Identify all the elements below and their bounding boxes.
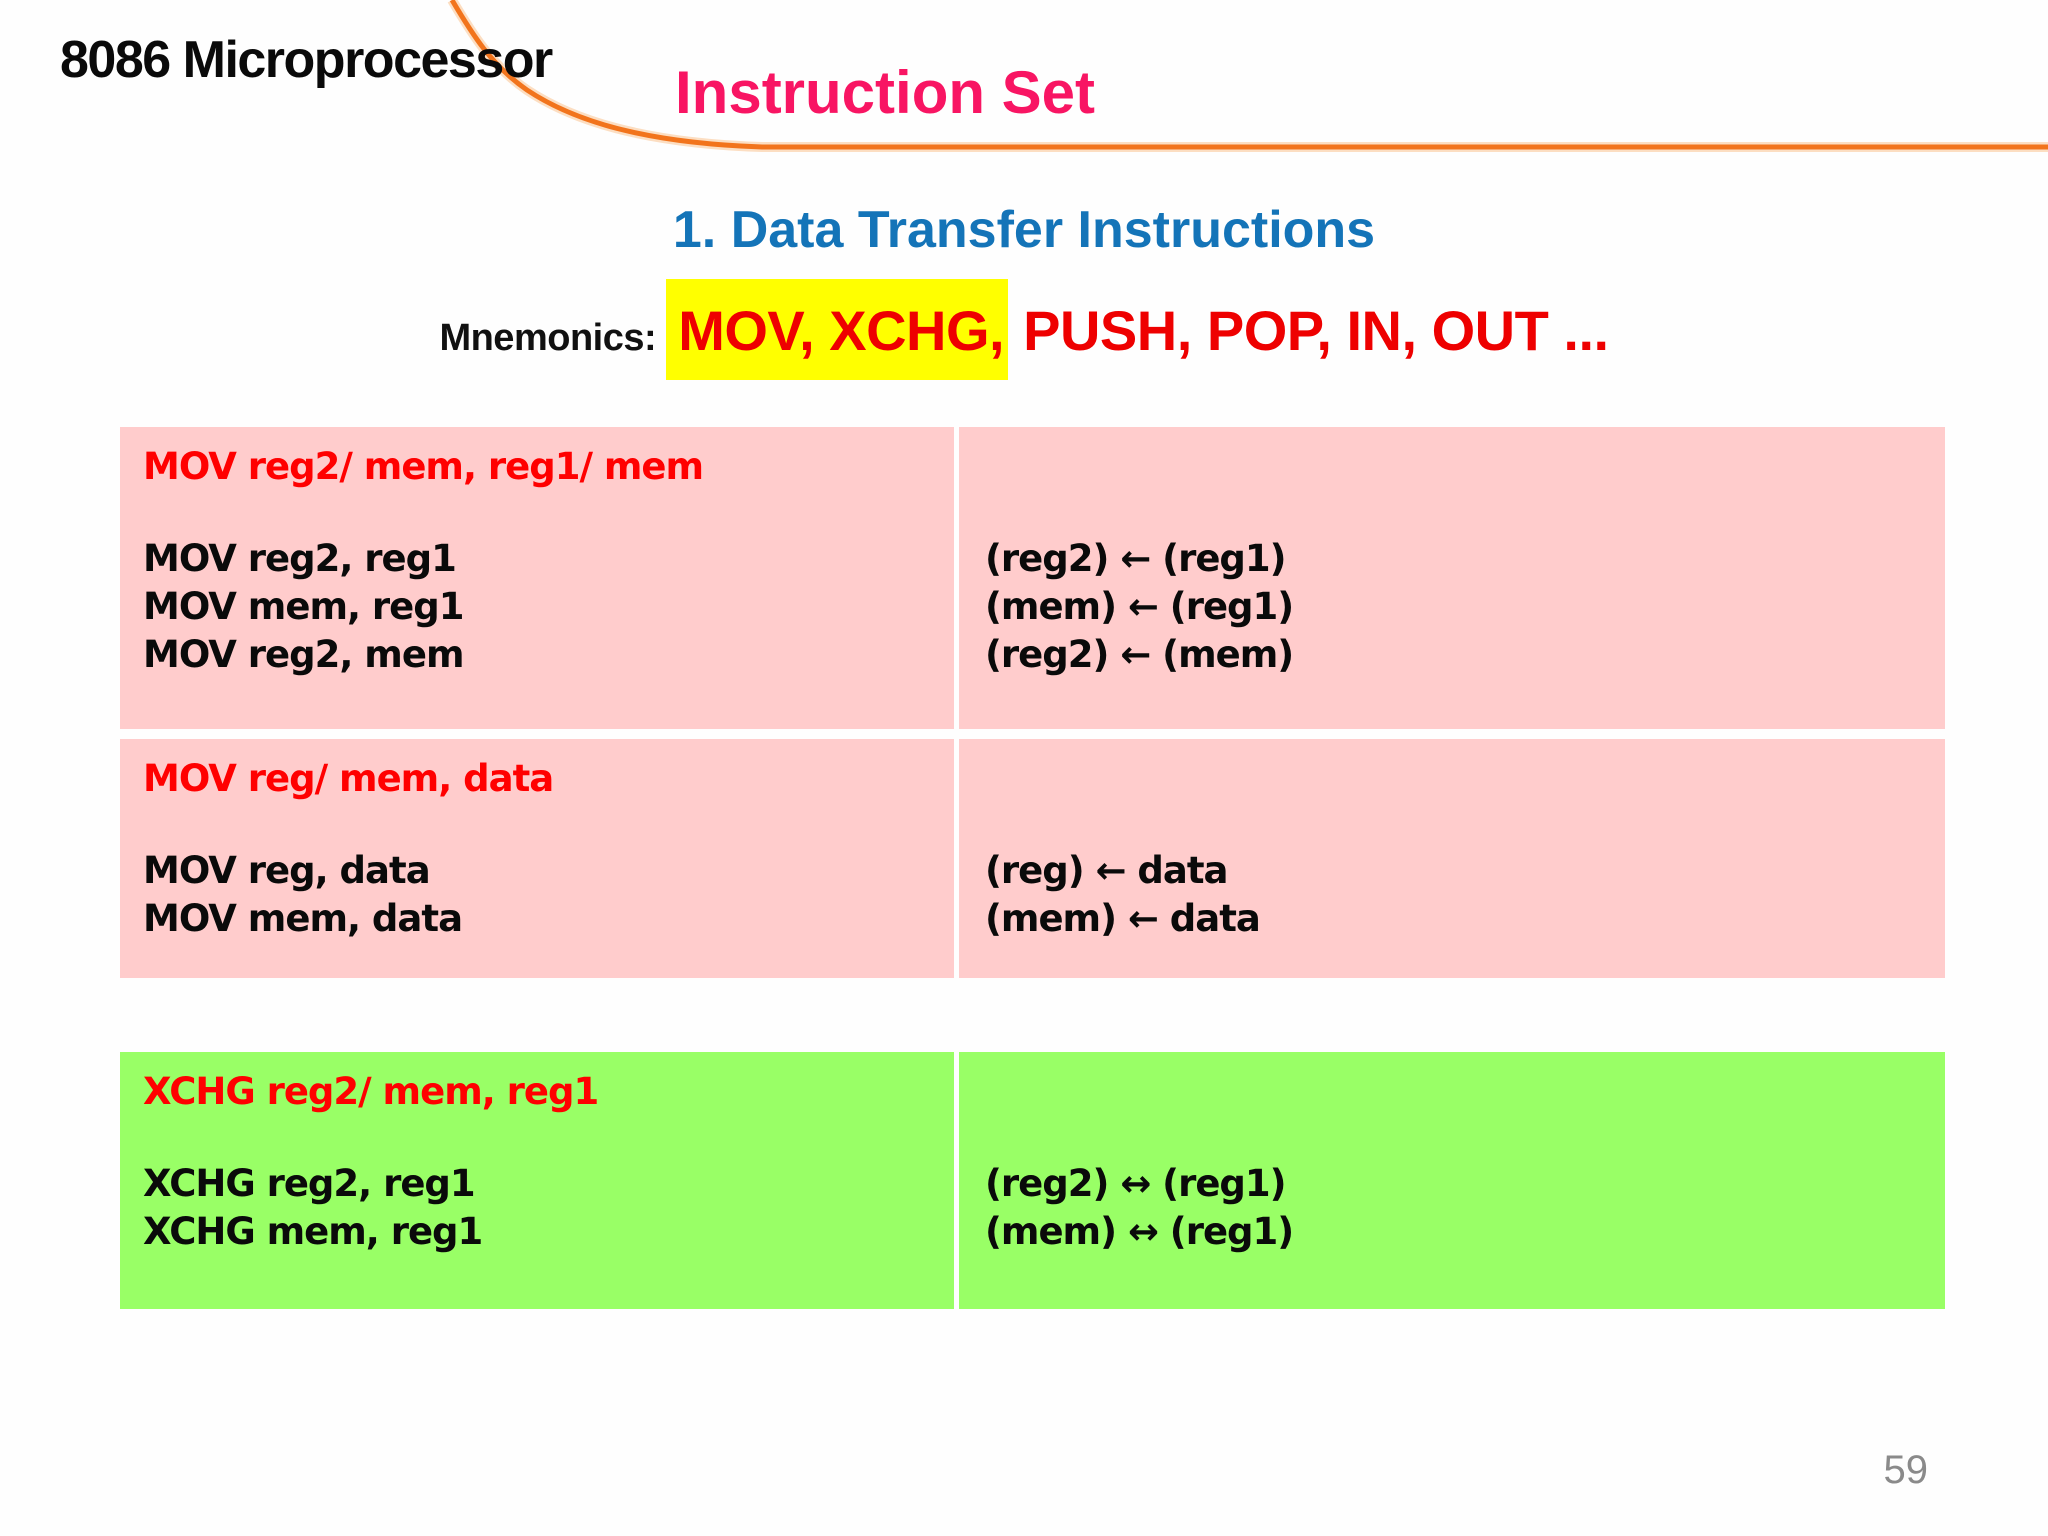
table-cell-operation: (reg2) ← (reg1) (mem) ← (reg1) (reg2) ← … bbox=[959, 427, 1945, 729]
course-title: 8086 Microprocessor bbox=[60, 31, 553, 89]
mnemonics-label: Mnemonics: bbox=[439, 317, 667, 359]
operation-row: (mem) ← (reg1) bbox=[985, 585, 1294, 628]
operation-rows: (reg2) ← (reg1) (mem) ← (reg1) (reg2) ← … bbox=[985, 535, 1294, 679]
operation-row: (reg2) ↔ (reg1) bbox=[985, 1162, 1287, 1205]
section-heading: 1. Data Transfer Instructions bbox=[672, 201, 1376, 259]
instruction-row: MOV mem, reg1 bbox=[143, 585, 465, 628]
table-cell-mnemonic: XCHG reg2/ mem, reg1 XCHG reg2, reg1 XCH… bbox=[120, 1052, 954, 1309]
table-header: MOV reg/ mem, data bbox=[143, 757, 554, 800]
operation-row: (mem) ← data bbox=[985, 897, 1261, 940]
operation-row: (reg2) ← (reg1) bbox=[985, 537, 1287, 580]
instruction-row: XCHG mem, reg1 bbox=[143, 1210, 483, 1253]
operation-rows: (reg) ← data (mem) ← data bbox=[985, 847, 1261, 943]
table-cell-mnemonic: MOV reg/ mem, data MOV reg, data MOV mem… bbox=[120, 739, 954, 978]
instruction-row: MOV reg, data bbox=[143, 849, 431, 892]
instruction-table-xchg: XCHG reg2/ mem, reg1 XCHG reg2, reg1 XCH… bbox=[120, 1052, 1945, 1309]
instruction-row: XCHG reg2, reg1 bbox=[143, 1162, 476, 1205]
table-header: XCHG reg2/ mem, reg1 bbox=[143, 1070, 599, 1113]
operation-rows: (reg2) ↔ (reg1) (mem) ↔ (reg1) bbox=[985, 1160, 1294, 1256]
mnemonics-line: Mnemonics: MOV, XCHG, PUSH, POP, IN, OUT… bbox=[0, 279, 2048, 380]
instruction-row: MOV reg2, reg1 bbox=[143, 537, 457, 580]
instruction-row: MOV reg2, mem bbox=[143, 633, 465, 676]
instruction-row: MOV mem, data bbox=[143, 897, 463, 940]
table-cell-operation: (reg) ← data (mem) ← data bbox=[959, 739, 1945, 978]
instruction-rows: XCHG reg2, reg1 XCHG mem, reg1 bbox=[143, 1160, 483, 1256]
instruction-table-mov-data: MOV reg/ mem, data MOV reg, data MOV mem… bbox=[120, 739, 1945, 978]
table-header: MOV reg2/ mem, reg1/ mem bbox=[143, 445, 704, 488]
mnemonics-highlight: MOV, XCHG, bbox=[666, 279, 1009, 380]
instruction-rows: MOV reg, data MOV mem, data bbox=[143, 847, 463, 943]
operation-row: (mem) ↔ (reg1) bbox=[985, 1210, 1294, 1253]
page-number: 59 bbox=[1883, 1448, 1929, 1492]
operation-row: (reg) ← data bbox=[985, 849, 1229, 892]
operation-row: (reg2) ← (mem) bbox=[985, 633, 1294, 676]
mnemonics-rest: PUSH, POP, IN, OUT ... bbox=[1008, 299, 1609, 362]
instruction-table-mov-reg-mem: MOV reg2/ mem, reg1/ mem MOV reg2, reg1 … bbox=[120, 427, 1945, 729]
table-cell-operation: (reg2) ↔ (reg1) (mem) ↔ (reg1) bbox=[959, 1052, 1945, 1309]
table-cell-mnemonic: MOV reg2/ mem, reg1/ mem MOV reg2, reg1 … bbox=[120, 427, 954, 729]
slide-title: Instruction Set bbox=[675, 59, 1096, 126]
instruction-rows: MOV reg2, reg1 MOV mem, reg1 MOV reg2, m… bbox=[143, 535, 465, 679]
